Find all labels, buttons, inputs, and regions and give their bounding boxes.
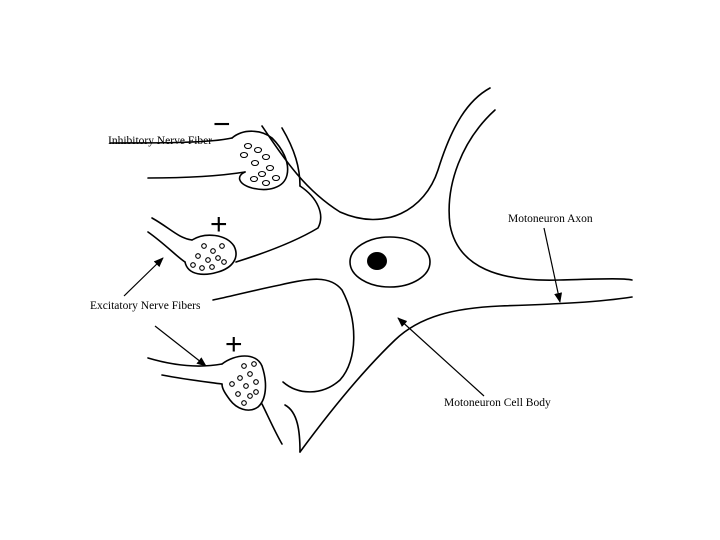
cell-body-label: Motoneuron Cell Body <box>444 398 551 410</box>
cell-nucleus <box>350 237 430 287</box>
excitatory-arrow-lower <box>155 326 206 366</box>
lower-excitatory-terminal <box>148 356 265 410</box>
excitatory-sign-lower: + <box>225 330 243 360</box>
inhibitory-sign: − <box>213 110 231 140</box>
cell-body-arrow <box>398 318 484 396</box>
upper-excitatory-vesicles <box>191 244 227 271</box>
nucleolus <box>367 252 387 270</box>
axon-arrow <box>544 228 560 302</box>
excitatory-sign-upper: + <box>210 210 228 240</box>
axon-label: Motoneuron Axon <box>508 214 593 226</box>
inhibitory-fiber-label: Inhibitory Nerve Fiber <box>108 136 212 148</box>
inhibitory-vesicles <box>241 144 280 186</box>
excitatory-arrow-upper <box>124 258 163 296</box>
excitatory-fibers-label: Excitatory Nerve Fibers <box>90 301 201 313</box>
lower-excitatory-vesicles <box>230 362 259 406</box>
